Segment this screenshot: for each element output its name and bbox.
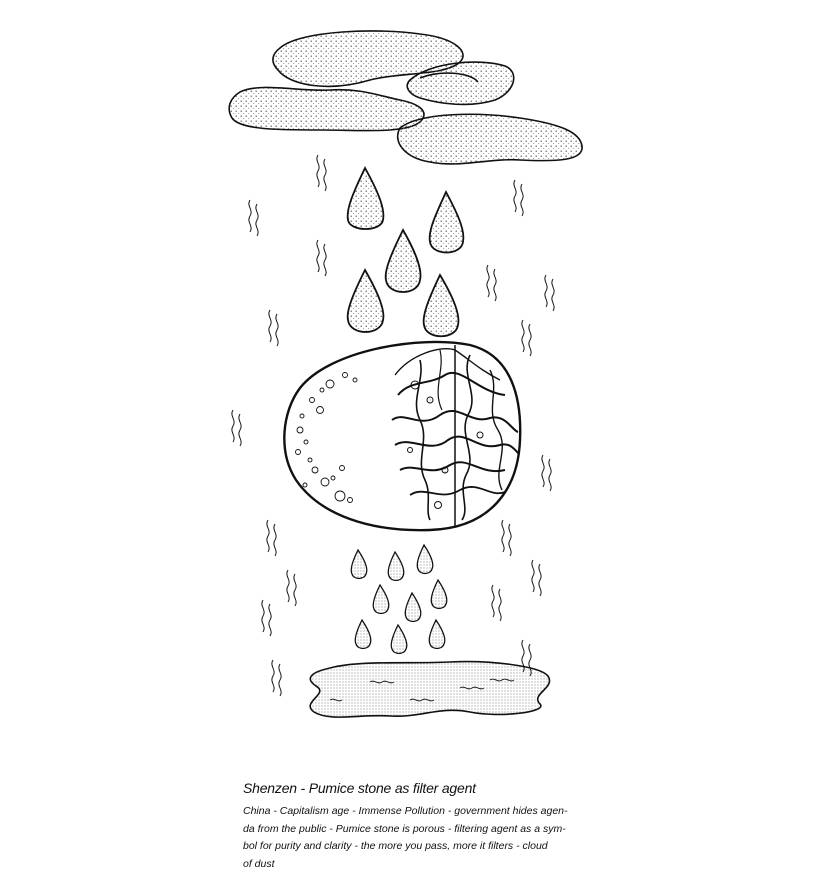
illustration (228, 30, 583, 718)
pumice-stone-icon (283, 340, 522, 532)
caption-line: of dust (243, 857, 275, 870)
puddle-icon (309, 660, 551, 718)
heat-wave-icon (231, 154, 555, 697)
caption-line: da from the public - Pumice stone is por… (243, 822, 566, 835)
raindrop-icon (350, 543, 448, 655)
caption: Shenzen - Pumice stone as filter agent C… (243, 780, 603, 873)
caption-title: Shenzen - Pumice stone as filter agent (243, 780, 476, 796)
caption-body: China - Capitalism age - Immense Polluti… (243, 803, 603, 873)
caption-line: bol for purity and clarity - the more yo… (243, 840, 548, 853)
caption-line: China - Capitalism age - Immense Polluti… (243, 805, 568, 817)
cloud-icon (228, 30, 583, 165)
raindrop-icon (346, 166, 465, 338)
